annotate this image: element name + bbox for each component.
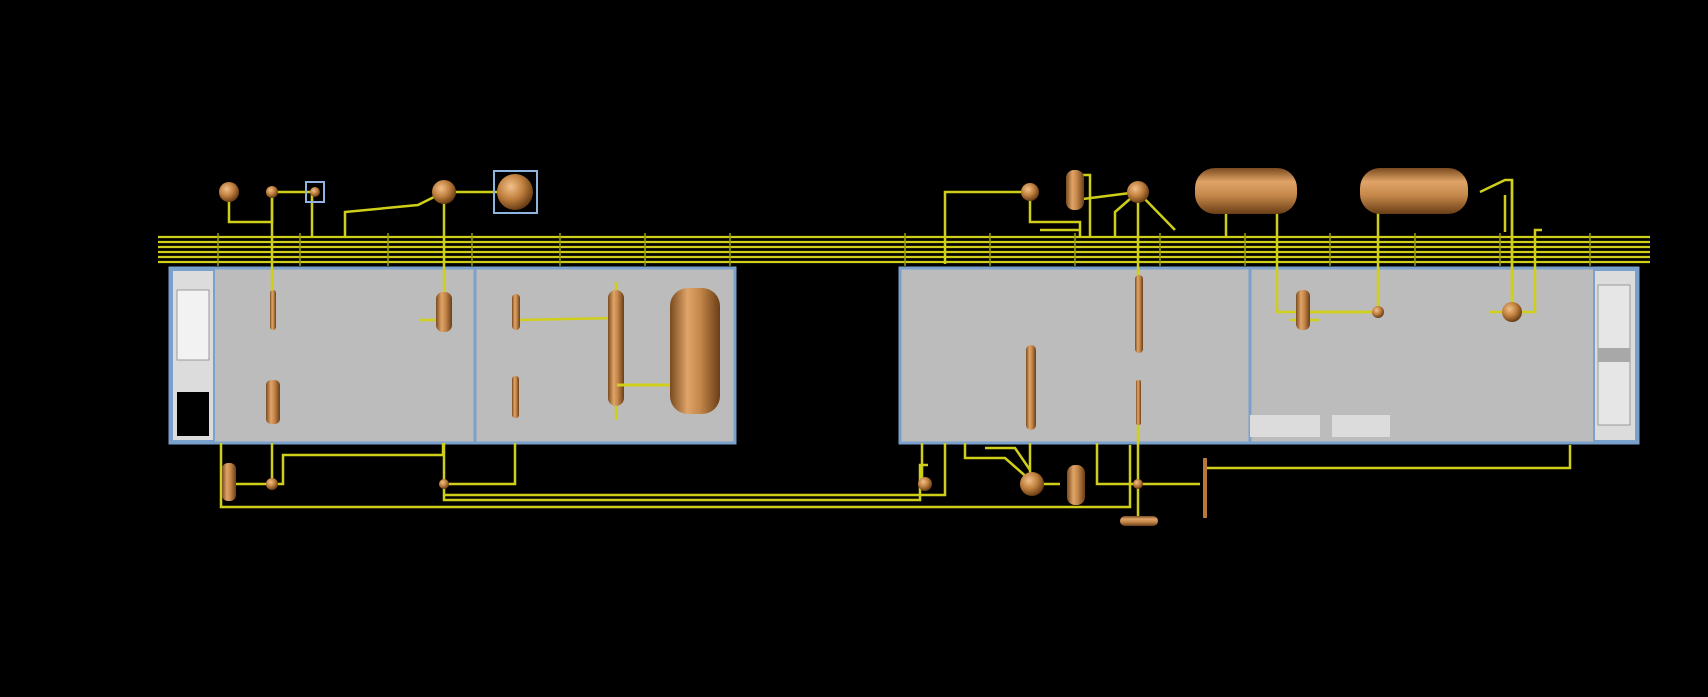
valve-small[interactable]	[310, 187, 320, 197]
end-wall-right-band	[1598, 348, 1630, 362]
pipe-segment[interactable]	[1512, 228, 1542, 314]
floor-panel-1	[1250, 415, 1320, 437]
sphere-vessel-6[interactable]	[1127, 181, 1149, 203]
drum-right-room[interactable]	[1296, 290, 1310, 330]
column-tall[interactable]	[608, 290, 624, 406]
valve-right-1[interactable]	[1372, 306, 1384, 318]
storage-tank-vertical[interactable]	[670, 288, 720, 414]
pipe-rack-supports	[217, 233, 1591, 266]
pipe-support-post[interactable]	[1203, 458, 1207, 518]
pipe-segment[interactable]	[943, 190, 1030, 264]
selection-box-1[interactable]	[305, 181, 325, 203]
drum-lower-right[interactable]	[1067, 465, 1085, 505]
column-small-1[interactable]	[270, 290, 276, 330]
column-right-1[interactable]	[1135, 275, 1143, 353]
equipment-right[interactable]	[918, 168, 1522, 526]
column-right-2[interactable]	[1026, 345, 1036, 430]
valve-lower-1[interactable]	[266, 478, 278, 490]
pipe-segment[interactable]	[1205, 445, 1572, 470]
column-small-4[interactable]	[512, 376, 519, 418]
sphere-vessel-7[interactable]	[1502, 302, 1522, 322]
drum-horizontal-1[interactable]	[1195, 168, 1297, 214]
pipe-segment[interactable]	[270, 443, 445, 486]
room-left-a[interactable]	[168, 266, 477, 445]
column-small-3[interactable]	[512, 294, 520, 330]
column-drum-1[interactable]	[436, 292, 452, 332]
floor-panel-2	[1332, 415, 1390, 437]
drum-small-top[interactable]	[1066, 170, 1084, 210]
pipe-segment[interactable]	[343, 190, 445, 236]
sphere-vessel-3[interactable]	[432, 180, 456, 204]
valve-lower-2[interactable]	[439, 479, 449, 489]
valve-lower-right-1[interactable]	[918, 477, 932, 491]
column-small-2[interactable]	[266, 380, 280, 424]
selection-box-2[interactable]	[493, 170, 538, 214]
pipe-segment[interactable]	[444, 443, 517, 486]
valve-lower-right-2[interactable]	[1133, 479, 1143, 489]
drum-base[interactable]	[1120, 516, 1158, 526]
drum-lower-left[interactable]	[222, 463, 236, 501]
sphere-vessel-5[interactable]	[1021, 183, 1039, 201]
pipe-segment[interactable]	[444, 443, 947, 497]
column-right-3[interactable]	[1136, 380, 1141, 425]
sphere-vessel-2[interactable]	[266, 186, 278, 198]
building-right[interactable]	[898, 266, 1640, 445]
sphere-vessel-4[interactable]	[497, 174, 533, 210]
equipment-left[interactable]	[219, 170, 720, 501]
pipe-rack[interactable]	[158, 235, 1650, 264]
pipe-segment[interactable]	[963, 443, 1031, 481]
pipe-segment[interactable]	[219, 443, 1132, 509]
drum-horizontal-2[interactable]	[1360, 168, 1468, 214]
pipe-segment[interactable]	[1095, 443, 1200, 486]
pipe-segment[interactable]	[442, 443, 928, 502]
sphere-vessel-8[interactable]	[1020, 472, 1044, 496]
room-right-a[interactable]	[898, 266, 1252, 445]
building-left[interactable]	[168, 266, 737, 445]
room-right-b[interactable]	[1248, 266, 1640, 445]
sphere-vessel-1[interactable]	[219, 182, 239, 202]
end-wall-left-dark	[177, 392, 209, 436]
pipe-segment[interactable]	[985, 446, 1032, 471]
end-wall-left-panel	[176, 289, 210, 361]
pipe-segment[interactable]	[516, 316, 618, 322]
